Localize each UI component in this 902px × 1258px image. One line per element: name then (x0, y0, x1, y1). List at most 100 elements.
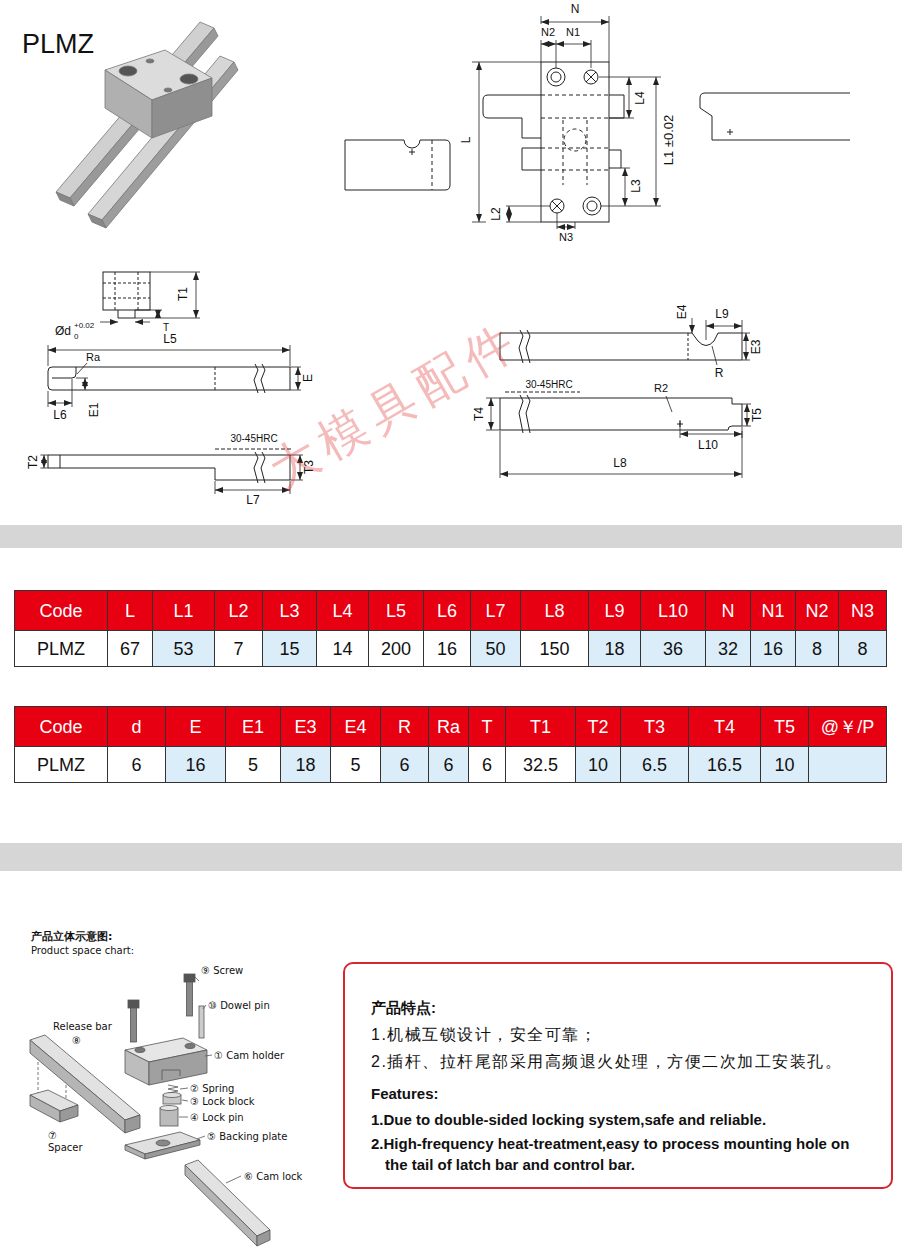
dimension-label: E4 (676, 304, 689, 321)
table-value-text: 8 (857, 640, 867, 658)
drawing-line (103, 272, 150, 310)
table-cell: 18 (588, 630, 641, 667)
drawing-line (128, 1000, 139, 1008)
drawing-line (145, 1140, 200, 1159)
drawing-line (666, 396, 672, 412)
part-label: 产品立体示意图: (31, 931, 112, 943)
drawing-line (727, 129, 733, 135)
table-header-cell: L8 (520, 590, 589, 631)
table-header-text: d (131, 718, 141, 736)
drawing-line (587, 201, 597, 211)
drawing-line (472, 62, 541, 222)
table-cell: 53 (152, 630, 215, 667)
drawing-line (625, 168, 626, 206)
drawing-line (345, 140, 450, 190)
dimension-label: L4 (634, 90, 647, 105)
drawing-line (541, 16, 609, 62)
table-value-text: 16 (437, 640, 457, 658)
part-label: ⑨ Screw (201, 965, 243, 976)
drawing-line (599, 77, 661, 206)
drawing-line (290, 367, 301, 390)
drawing-line (656, 77, 657, 206)
table-value-text: 16.5 (707, 756, 742, 774)
drawing-line (160, 1106, 178, 1111)
table-value-text: 150 (539, 640, 569, 658)
side-view (48, 272, 292, 483)
table-value-text: 8 (812, 640, 822, 658)
dimension-label: N2 (540, 26, 556, 38)
table-header-cell: E4 (330, 706, 381, 747)
table-header-text: L7 (485, 602, 505, 620)
drawing-line (156, 1140, 170, 1146)
drawing-line (125, 1115, 140, 1133)
drawing-line (746, 333, 747, 360)
drawing-line (187, 982, 193, 1016)
dimension-label: Ød (54, 325, 72, 338)
drawing-line (706, 320, 742, 340)
table-header-text: N2 (805, 602, 828, 620)
dimension-lines (40, 272, 303, 494)
table-header-cell: L6 (423, 590, 471, 631)
feature-heading: Features: (371, 1083, 873, 1105)
table-header-cell: N1 (750, 590, 796, 631)
drawing-line (563, 120, 587, 185)
drawing-line (48, 345, 290, 366)
drawing-line (505, 392, 580, 393)
drawing-line (486, 398, 500, 430)
dimension-label: +0.02 (73, 322, 95, 331)
table-cell: 50 (470, 630, 521, 667)
part-label: ④ Lock pin (190, 1112, 244, 1123)
watermark: 大模具配件 (261, 312, 530, 498)
drawing-line (409, 149, 415, 155)
table-header-cell: N (705, 590, 751, 631)
dimension-label: L9 (714, 308, 729, 321)
part-label: ③ Lock block (190, 1096, 255, 1107)
drawing-line (712, 346, 717, 365)
drawing-line (621, 168, 630, 169)
table-cell: 8 (838, 630, 887, 667)
table-value-text: PLMZ (37, 756, 85, 774)
drawing-line (52, 367, 76, 378)
table-cell: 10 (575, 746, 621, 783)
table-value-text: 32.5 (523, 756, 558, 774)
table-header-cell: T5 (760, 706, 809, 747)
table-cell: 150 (520, 630, 589, 667)
drawing-line (164, 88, 172, 92)
drawing-line (483, 95, 541, 138)
part-label: ⑥ Cam lock (244, 1171, 302, 1182)
dimension-label: T1 (177, 286, 190, 302)
drawing-line (215, 367, 216, 390)
table-header-text: L10 (658, 602, 688, 620)
table-value-text: 6.5 (642, 756, 667, 774)
table-cell: 32.5 (505, 746, 576, 783)
table-cell: 16 (423, 630, 471, 667)
table-value-text: 36 (663, 640, 683, 658)
dimension-label: E1 (88, 402, 101, 419)
table-value-text: 50 (485, 640, 505, 658)
drawing-line (185, 1044, 195, 1049)
table-header-cell: @￥/P (808, 706, 887, 747)
drawing-line (609, 150, 621, 168)
table-cell: 10 (760, 746, 809, 783)
table-value-text: 6 (131, 756, 141, 774)
drawing-line (541, 44, 556, 45)
table-header-text: E (189, 718, 201, 736)
drawing-line (105, 70, 152, 138)
table-header-text: Code (39, 602, 82, 620)
table-header-text: N (722, 602, 735, 620)
feature-text: 1.机械互锁设计，安全可靠； (371, 1021, 873, 1048)
table-header-cell: L10 (640, 590, 706, 631)
part-label: ② Spring (190, 1083, 234, 1094)
drawing-line (547, 68, 565, 86)
dimension-label: L10 (697, 439, 719, 452)
dimension-label: L2 (490, 206, 503, 221)
drawing-line (56, 192, 74, 206)
drawing-line (135, 272, 200, 318)
table-cell: PLMZ (14, 630, 108, 667)
table-cell: 16.5 (688, 746, 761, 783)
table-cell: 5 (330, 746, 381, 783)
table-value-text: 15 (279, 640, 299, 658)
table-value-text: 10 (588, 756, 608, 774)
table-header-text: R (398, 718, 411, 736)
dimension-label: L7 (245, 494, 260, 507)
